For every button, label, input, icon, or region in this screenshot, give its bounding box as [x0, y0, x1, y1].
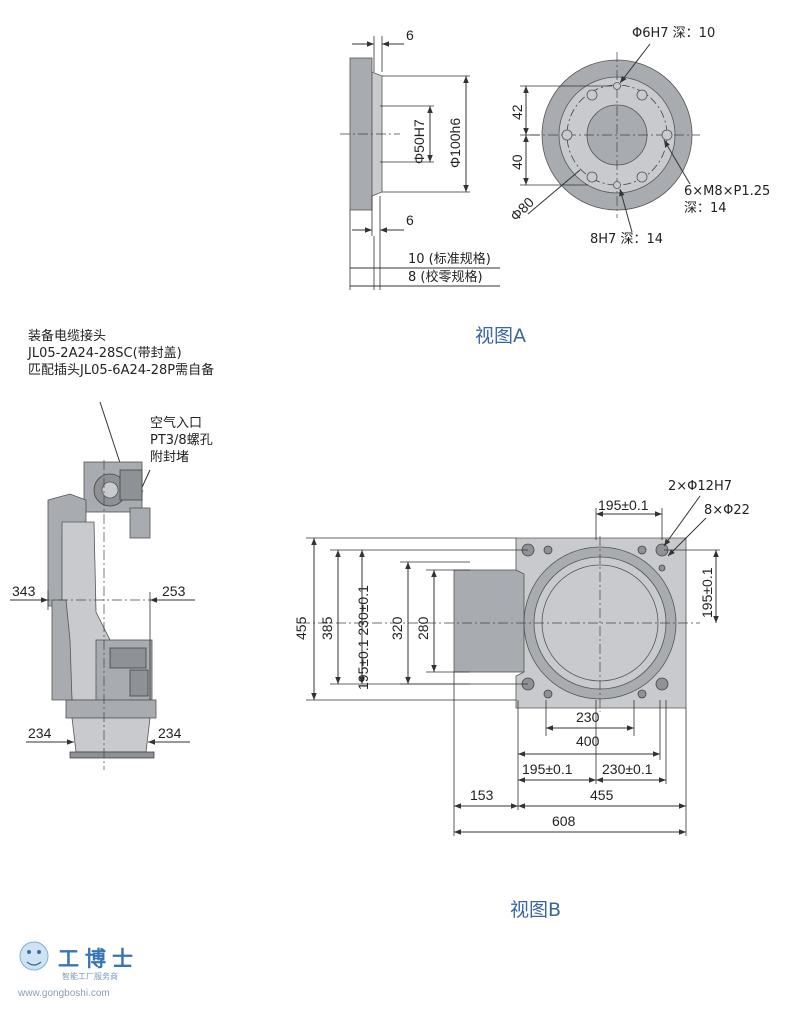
callout-2x12h7: 2×Φ12H7: [668, 479, 732, 494]
air-label-line1: 空气入口: [150, 415, 202, 431]
dim-dia-50: Φ50H7: [411, 119, 427, 164]
dim-h608: 608: [552, 813, 576, 829]
m8-hole: [586, 89, 598, 101]
dim-234-left: 234: [28, 725, 52, 741]
m8-hole: [636, 89, 648, 101]
view-b-base: 195±0.1 2×Φ12H7 8×Φ22 195±0.1 455 385 19…: [293, 479, 750, 836]
dim-bottom-6: 6: [406, 212, 414, 228]
cable-label-line2: JL05-2A24-28SC(带封盖): [27, 346, 182, 361]
base-rear-block: [453, 569, 527, 673]
m8-hole: [561, 129, 573, 141]
dim-v230-195: 195±0.1 230±0.1: [355, 585, 371, 690]
pin-hole: [613, 82, 621, 90]
pin-hole: [613, 181, 621, 189]
callout-6h7: Φ6H7 深：10: [632, 26, 715, 41]
callout-m8-line2: 深：14: [684, 201, 727, 216]
dim-top-6: 6: [406, 27, 414, 43]
air-label-line3: 附封堵: [150, 450, 189, 465]
dim-v385: 385: [319, 616, 335, 640]
dim-right-195: 195±0.1: [699, 567, 715, 618]
dim-h230b: 230±0.1: [602, 761, 653, 777]
cable-label-line1: 装备电缆接头: [28, 328, 106, 344]
callout-8x22: 8×Φ22: [704, 503, 750, 518]
m8-hole: [586, 171, 598, 183]
watermark-brand: 工博士: [58, 947, 139, 971]
dim-v320: 320: [389, 616, 405, 640]
dim-h400: 400: [576, 733, 600, 749]
robot-side-view: 装备电缆接头 JL05-2A24-28SC(带封盖) 匹配插头JL05-6A24…: [10, 328, 214, 770]
dim-h455: 455: [590, 787, 614, 803]
watermark-url: www.gongboshi.com: [17, 988, 110, 999]
dim-top-195: 195±0.1: [598, 497, 649, 513]
dim-40: 40: [509, 154, 525, 170]
dim-v455: 455: [293, 616, 309, 640]
m8-hole: [636, 171, 648, 183]
watermark: 工博士 智能工厂服务商 www.gongboshi.com: [17, 941, 139, 999]
view-a-flange-front: 42 40 Φ80 Φ6H7 深：10 6×M8×P1.25 深：14 8H7 …: [507, 26, 771, 247]
dim-dia-100: Φ100h6: [447, 118, 463, 168]
dim-253: 253: [162, 583, 186, 599]
robot-base: [71, 717, 151, 753]
m8-hole: [661, 129, 673, 141]
dim-std-10: 10 (标准规格): [408, 251, 491, 267]
dim-v280: 280: [415, 616, 431, 640]
robot-base-top: [65, 699, 157, 719]
callout-m8-line1: 6×M8×P1.25: [684, 184, 770, 199]
air-label-line2: PT3/8螺孔: [150, 433, 213, 448]
dim-h230: 230: [576, 709, 600, 725]
view-b-title: 视图B: [510, 899, 561, 921]
cable-label-line3: 匹配插头JL05-6A24-28P需自备: [28, 362, 214, 378]
base-hole: [655, 677, 669, 691]
dim-234-right: 234: [158, 725, 182, 741]
view-a-title: 视图A: [475, 325, 526, 347]
view-a-flange-side: 6 6 Φ50H7 Φ100h6 10 (标准规格) 8 (校零规格): [340, 27, 500, 290]
dim-h153: 153: [470, 787, 494, 803]
dim-h195: 195±0.1: [522, 761, 573, 777]
dim-42: 42: [509, 104, 525, 120]
dim-cal-8: 8 (校零规格): [408, 269, 483, 285]
mascot-icon: [19, 941, 49, 971]
dim-343: 343: [12, 583, 36, 599]
dim-dia-80: Φ80: [507, 194, 537, 224]
callout-8h7: 8H7 深：14: [590, 232, 663, 247]
watermark-slogan: 智能工厂服务商: [62, 971, 118, 981]
